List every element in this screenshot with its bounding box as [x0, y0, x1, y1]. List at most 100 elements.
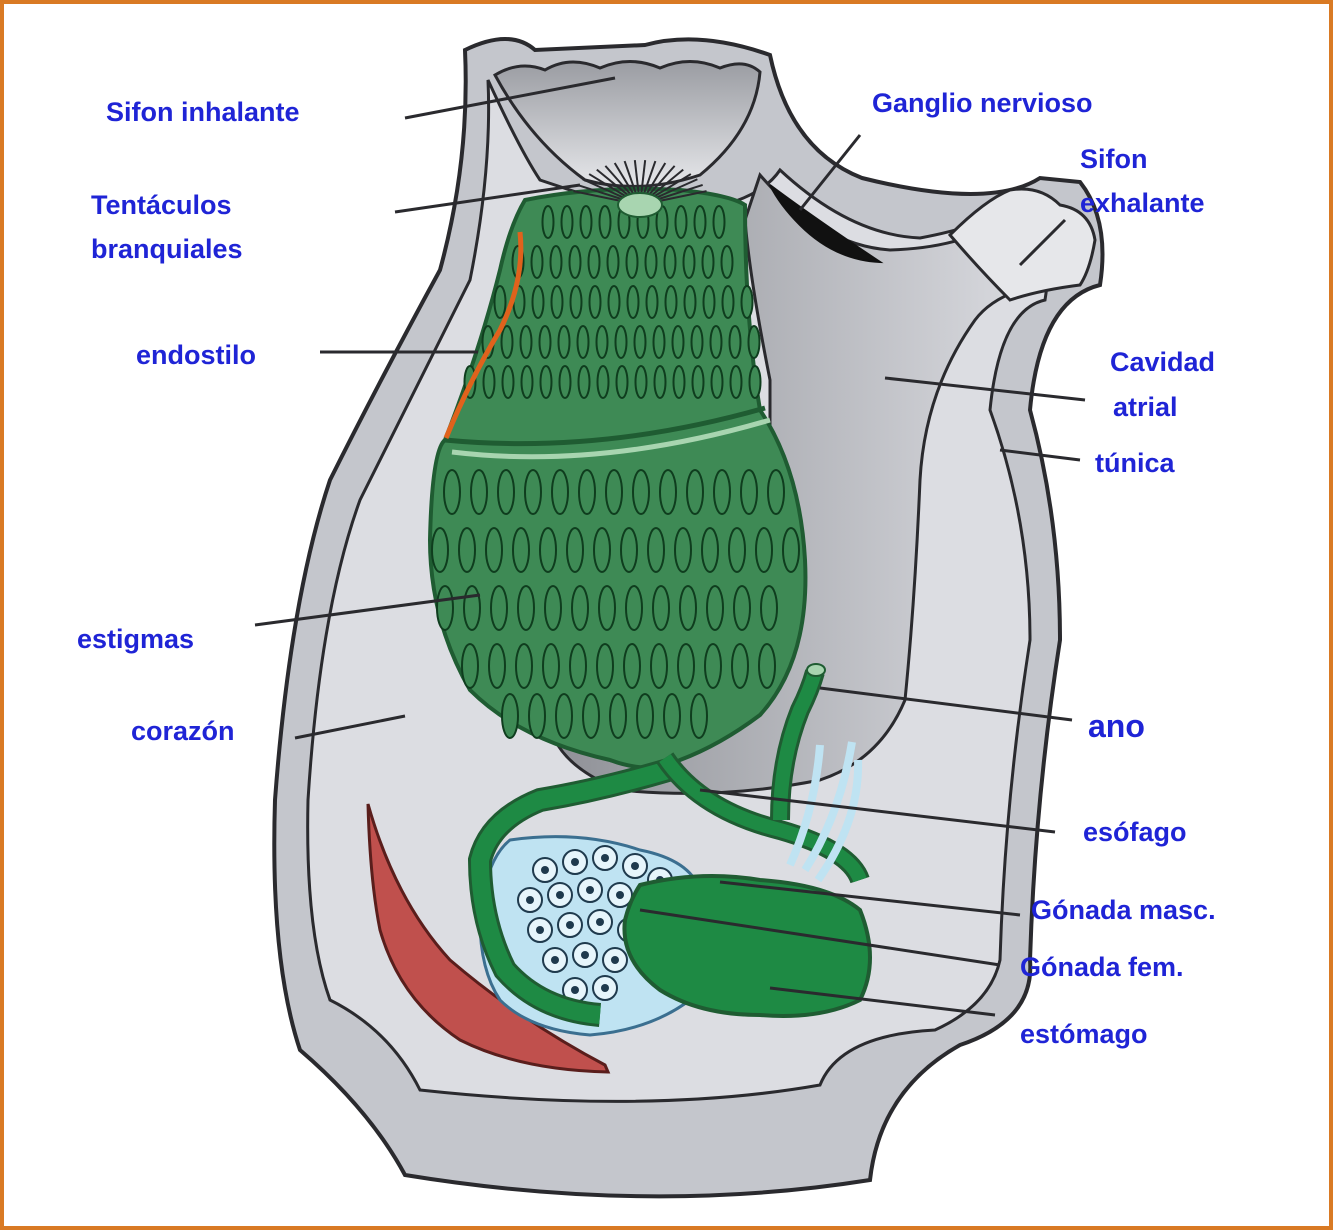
- stigma-slit: [432, 528, 448, 572]
- egg-nucleus: [616, 891, 624, 899]
- stigma-slit: [533, 286, 544, 318]
- stigma-slit: [502, 694, 518, 738]
- egg-nucleus: [596, 918, 604, 926]
- stigma-slit: [545, 586, 561, 630]
- stigma-slit: [695, 206, 706, 238]
- label-sifon-exhalante-line1: Sifon: [1080, 142, 1148, 177]
- stigma-slit: [502, 326, 513, 358]
- egg-nucleus: [571, 858, 579, 866]
- stigma-slit: [608, 246, 619, 278]
- stigma-slit: [559, 326, 570, 358]
- stigma-slit: [675, 528, 691, 572]
- stigma-slit: [674, 366, 685, 398]
- stigma-slit: [532, 246, 543, 278]
- stigma-slit: [749, 326, 760, 358]
- stigma-slit: [651, 644, 667, 688]
- stigma-slit: [600, 206, 611, 238]
- stigma-slit: [626, 586, 642, 630]
- egg-nucleus: [566, 921, 574, 929]
- stigma-slit: [503, 366, 514, 398]
- egg-nucleus: [586, 886, 594, 894]
- stigma-slit: [471, 470, 487, 514]
- label-sifon-exhalante-line2: exhalante: [1080, 186, 1205, 221]
- egg-nucleus: [611, 956, 619, 964]
- stigma-slit: [495, 286, 506, 318]
- stigma-slit: [691, 694, 707, 738]
- stigma-slit: [570, 644, 586, 688]
- egg-nucleus: [571, 986, 579, 994]
- stigma-slit: [578, 326, 589, 358]
- stigma-slit: [687, 470, 703, 514]
- stigma-slit: [560, 366, 571, 398]
- stigma-slit: [723, 286, 734, 318]
- stigma-slit: [498, 470, 514, 514]
- stigma-slit: [654, 326, 665, 358]
- stigma-slit: [543, 206, 554, 238]
- stigma-slit: [484, 366, 495, 398]
- stigma-slit: [541, 366, 552, 398]
- stigma-slit: [633, 470, 649, 514]
- stigma-slit: [665, 246, 676, 278]
- stigma-slit: [730, 326, 741, 358]
- stigma-slit: [521, 326, 532, 358]
- stigma-slit: [556, 694, 572, 738]
- stigma-slit: [666, 286, 677, 318]
- stigma-slit: [525, 470, 541, 514]
- stigma-slit: [570, 246, 581, 278]
- stigma-slit: [734, 586, 750, 630]
- stigma-slit: [693, 366, 704, 398]
- stigma-slit: [583, 694, 599, 738]
- stigma-slit: [678, 644, 694, 688]
- stigma-slit: [571, 286, 582, 318]
- stigma-slit: [459, 528, 475, 572]
- stigma-slit: [705, 644, 721, 688]
- stigma-slit: [579, 366, 590, 398]
- stigma-slit: [597, 326, 608, 358]
- stigma-slit: [783, 528, 799, 572]
- stigma-slit: [660, 470, 676, 514]
- stigma-slit: [750, 366, 761, 398]
- stigma-slit: [731, 366, 742, 398]
- stigma-slit: [712, 366, 723, 398]
- stigma-slit: [729, 528, 745, 572]
- stigma-slit: [704, 286, 715, 318]
- egg-nucleus: [601, 854, 609, 862]
- stigma-slit: [768, 470, 784, 514]
- label-ano: ano: [1088, 706, 1145, 748]
- stigma-slit: [599, 586, 615, 630]
- stigma-slit: [685, 286, 696, 318]
- stigma-slit: [673, 326, 684, 358]
- label-tentaculos-line2: branquiales: [91, 232, 243, 267]
- stigma-slit: [635, 326, 646, 358]
- stigma-slit: [692, 326, 703, 358]
- stigma-slit: [491, 586, 507, 630]
- stigma-slit: [761, 586, 777, 630]
- stigma-slit: [579, 470, 595, 514]
- stigma-slit: [594, 528, 610, 572]
- stigma-slit: [741, 470, 757, 514]
- label-cavidad-line2: atrial: [1113, 390, 1178, 425]
- egg-nucleus: [556, 891, 564, 899]
- stigma-slit: [646, 246, 657, 278]
- stigma-slit: [589, 246, 600, 278]
- stigma-slit: [581, 206, 592, 238]
- stigma-slit: [529, 694, 545, 738]
- stigma-slit: [648, 528, 664, 572]
- stigma-slit: [702, 528, 718, 572]
- stigma-slit: [624, 644, 640, 688]
- stigma-slit: [664, 694, 680, 738]
- stigma-slit: [722, 246, 733, 278]
- stigma-slit: [714, 470, 730, 514]
- stigma-slit: [444, 470, 460, 514]
- stigma-slit: [637, 694, 653, 738]
- stigma-slit: [609, 286, 620, 318]
- stigma-slit: [567, 528, 583, 572]
- stigma-slit: [617, 366, 628, 398]
- stigma-slit: [627, 246, 638, 278]
- stigma-slit: [590, 286, 601, 318]
- stigma-slit: [462, 644, 478, 688]
- stigma-slit: [489, 644, 505, 688]
- stigma-slit: [621, 528, 637, 572]
- stigma-slit: [732, 644, 748, 688]
